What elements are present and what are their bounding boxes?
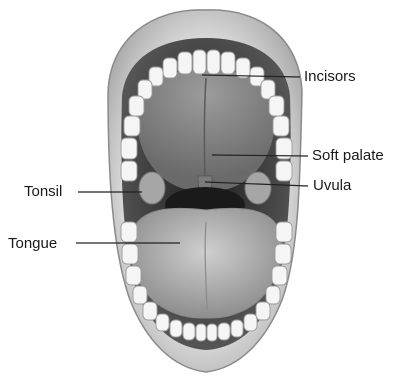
label-tongue: Tongue [8,235,57,253]
tonsil-left [139,172,165,204]
tonsil-right [245,172,271,204]
label-soft-palate: Soft palate [312,147,384,165]
label-uvula: Uvula [313,177,351,195]
label-tonsil: Tonsil [24,183,62,201]
label-incisors: Incisors [304,68,356,86]
